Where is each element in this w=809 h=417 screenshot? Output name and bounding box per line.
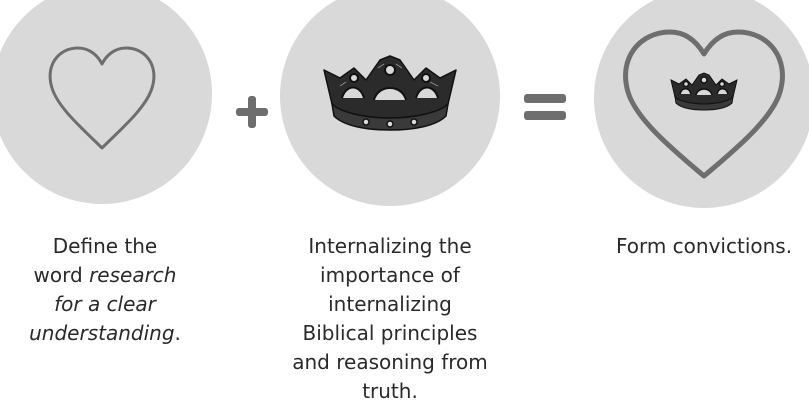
caption-line: Define the <box>52 234 158 258</box>
step-1-caption: Define the word research for a clear und… <box>0 232 210 348</box>
caption-line: importance of <box>320 263 460 287</box>
crown-icon <box>323 55 457 131</box>
caption-line: internalizing <box>328 292 452 316</box>
caption-line: word research <box>0 261 210 290</box>
caption-text: . <box>174 321 181 345</box>
heart-icon <box>48 46 156 150</box>
plus-icon <box>236 96 268 128</box>
caption-emphasis: research <box>89 263 177 287</box>
caption-line: for a clear <box>0 290 210 319</box>
step-3-circle <box>594 0 809 208</box>
step-2-circle <box>280 0 500 206</box>
step-1-circle <box>0 0 212 204</box>
step-3-caption: Form convictions. <box>594 232 809 261</box>
caption-line: truth. <box>362 379 418 403</box>
equals-icon <box>524 94 566 120</box>
caption-emphasis: understanding <box>29 321 175 345</box>
caption-line: Biblical principles <box>302 321 478 345</box>
caption-line: Internalizing the <box>308 234 472 258</box>
caption-line: understanding. <box>0 319 210 348</box>
caption-emphasis: for a clear <box>54 292 156 316</box>
caption-text: word <box>33 263 90 287</box>
caption-line: and reasoning from <box>292 350 488 374</box>
heart-with-crown-icon <box>623 29 785 179</box>
step-2-caption: Internalizing the importance of internal… <box>270 232 510 406</box>
caption-line: Form convictions. <box>615 234 793 258</box>
